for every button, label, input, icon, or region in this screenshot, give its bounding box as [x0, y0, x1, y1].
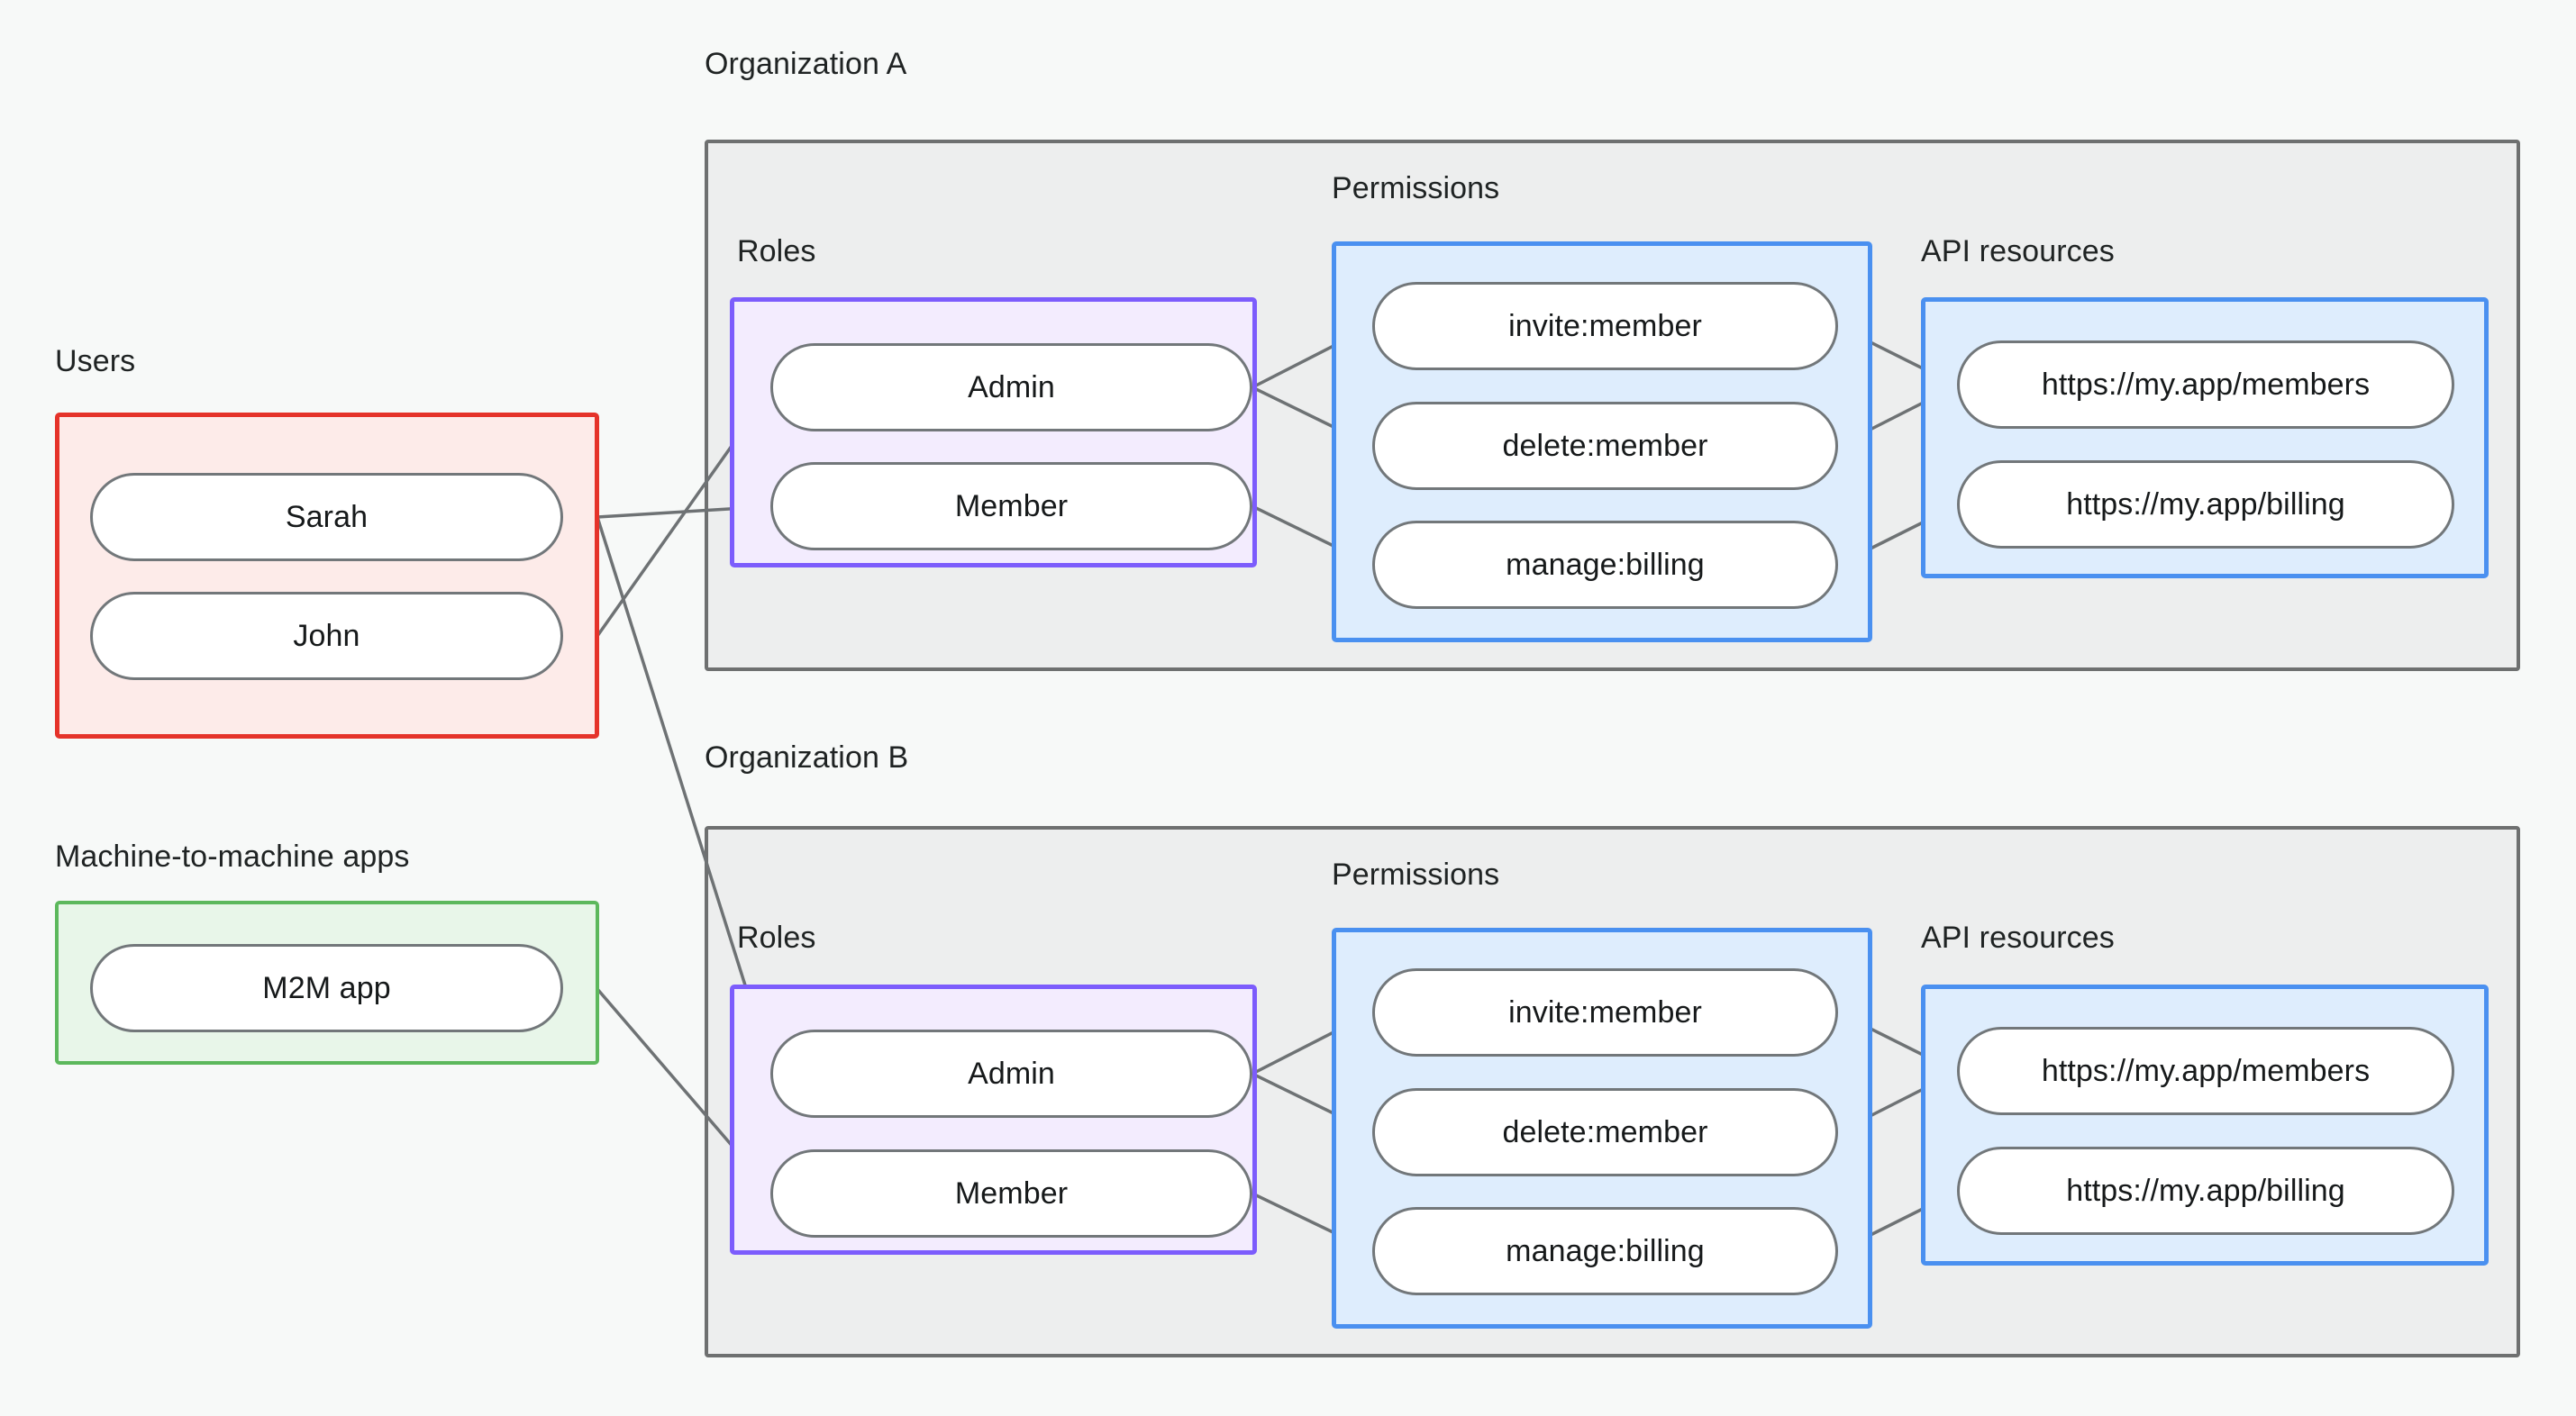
- organization-a-permissions-caption: Permissions: [1332, 171, 1500, 205]
- m2m-app-node[interactable]: M2M app: [90, 944, 563, 1032]
- organization-b-api-resource-billing[interactable]: https://my.app/billing: [1957, 1147, 2454, 1235]
- organization-b-api-resource-members[interactable]: https://my.app/members: [1957, 1027, 2454, 1115]
- organization-a-caption: Organization A: [705, 47, 907, 81]
- organization-b-permission-delete-member[interactable]: delete:member: [1372, 1088, 1838, 1176]
- organization-a-permission-delete-member[interactable]: delete:member: [1372, 402, 1838, 490]
- user-sarah[interactable]: Sarah: [90, 473, 563, 561]
- users-frame: [55, 413, 599, 739]
- organization-a-api-resources-caption: API resources: [1921, 234, 2115, 268]
- m2m-apps-caption: Machine-to-machine apps: [55, 840, 410, 874]
- organization-a-permission-invite-member[interactable]: invite:member: [1372, 282, 1838, 370]
- organization-a-api-resource-members[interactable]: https://my.app/members: [1957, 340, 2454, 429]
- organization-a-role-admin[interactable]: Admin: [770, 343, 1252, 431]
- organization-b-permission-manage-billing[interactable]: manage:billing: [1372, 1207, 1838, 1295]
- organization-a-roles-caption: Roles: [737, 234, 816, 268]
- user-john[interactable]: John: [90, 592, 563, 680]
- organization-b-roles-caption: Roles: [737, 921, 816, 955]
- organization-b-caption: Organization B: [705, 740, 909, 775]
- organization-a-role-member[interactable]: Member: [770, 462, 1252, 550]
- users-caption: Users: [55, 344, 136, 378]
- organization-a-api-resource-billing[interactable]: https://my.app/billing: [1957, 460, 2454, 549]
- organization-b-role-admin[interactable]: Admin: [770, 1030, 1252, 1118]
- organization-b-api-resources-caption: API resources: [1921, 921, 2115, 955]
- organization-b-role-member[interactable]: Member: [770, 1149, 1252, 1238]
- organization-b-permission-invite-member[interactable]: invite:member: [1372, 968, 1838, 1057]
- organization-a-permission-manage-billing[interactable]: manage:billing: [1372, 521, 1838, 609]
- organization-b-permissions-caption: Permissions: [1332, 858, 1500, 892]
